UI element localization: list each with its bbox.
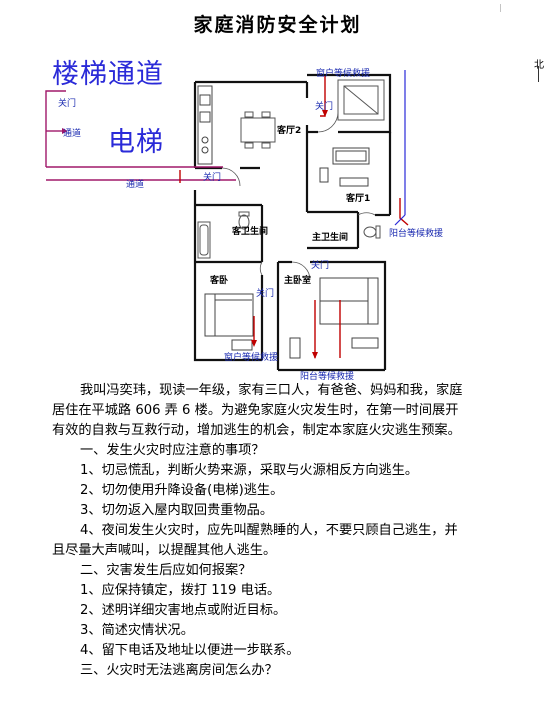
page-title: 家庭消防安全计划 [193, 14, 362, 36]
rescue-arrowheads [251, 110, 328, 359]
door-label: 关门 [58, 99, 77, 109]
room-label-guest-bath: 客卫生间 [232, 227, 269, 237]
bed-icon-master [289, 277, 379, 359]
section-heading: 一、发生火灾时应注意的事项？ [80, 443, 265, 458]
kitchen-icon [197, 85, 213, 165]
room-label-living1: 客厅1 [346, 194, 371, 204]
list-item: 3、切勿返入屋内取回贵重物品。 [80, 503, 274, 518]
bed-icon-guest [204, 293, 254, 351]
escape-route-arrowheads [62, 128, 68, 134]
body-text: 我叫冯奕玮，现读一年级，家有三口人，有爸爸、妈妈和我，家庭居住在平城路 606 … [52, 381, 470, 681]
room-label-guest-bed: 客卧 [210, 276, 229, 286]
walls [193, 73, 392, 372]
corridor-label: 通道 [126, 180, 145, 190]
room-label-master-bath: 主卫生间 [312, 233, 349, 243]
room-label-living2: 客厅2 [277, 126, 302, 136]
north-arrow-icon [538, 66, 539, 82]
section-heading: 二、灾害发生后应如何报案？ [80, 563, 252, 578]
list-item: 4、留下电话及地址以便进一步联系。 [80, 643, 300, 658]
door-label: 关门 [203, 173, 222, 183]
rescue-route-lines [394, 70, 406, 226]
stair-passage-label: 楼梯通道 [52, 59, 164, 90]
list-item: 4、夜间发生火灾时，应先叫醒熟睡的人，不要只顾自己逃生，并且尽量大声喊叫，以提醒… [52, 523, 458, 558]
sofa-icon [319, 147, 370, 187]
floor-plan [45, 70, 409, 372]
bathtub-icon [197, 221, 211, 259]
escape-routes [45, 90, 236, 181]
door-label: 关门 [315, 102, 334, 112]
list-item: 2、切勿使用升降设备(电梯)逃生。 [80, 483, 284, 498]
list-item: 1、切忌慌乱，判断火势来源，采取与火源相反方向逃生。 [80, 463, 419, 478]
rescue-label-window-top: 窗户等候救援 [316, 69, 371, 79]
rescue-markers [179, 76, 409, 358]
room-label-master-bed: 主卧室 [284, 276, 312, 286]
door-swings [221, 111, 376, 281]
rescue-label-balcony-bottom: 阳台等候救援 [300, 372, 355, 382]
section-heading: 三、火灾时无法逃离房间怎么办？ [80, 663, 278, 678]
rescue-label-balcony-right: 阳台等候救援 [389, 229, 444, 239]
list-item: 3、简述灾情状况。 [80, 623, 194, 638]
intro-paragraph: 我叫冯奕玮，现读一年级，家有三口人，有爸爸、妈妈和我，家庭居住在平城路 606 … [52, 383, 463, 438]
door-label: 关门 [256, 289, 275, 299]
door-label: 关门 [311, 261, 330, 271]
list-item: 2、述明详细灾害地点或附近目标。 [80, 603, 287, 618]
desk-icon [337, 79, 385, 121]
toilet-icon [238, 211, 381, 239]
corridor-label: 通道 [63, 129, 82, 139]
list-item: 1、应保持镇定，拨打 119 电话。 [80, 583, 281, 598]
north-label: 北 [534, 60, 544, 71]
rescue-label-window-bottom: 窗户等候救援 [224, 353, 279, 363]
dining-table-icon [240, 111, 276, 149]
elevator-label: 电梯 [108, 127, 164, 158]
